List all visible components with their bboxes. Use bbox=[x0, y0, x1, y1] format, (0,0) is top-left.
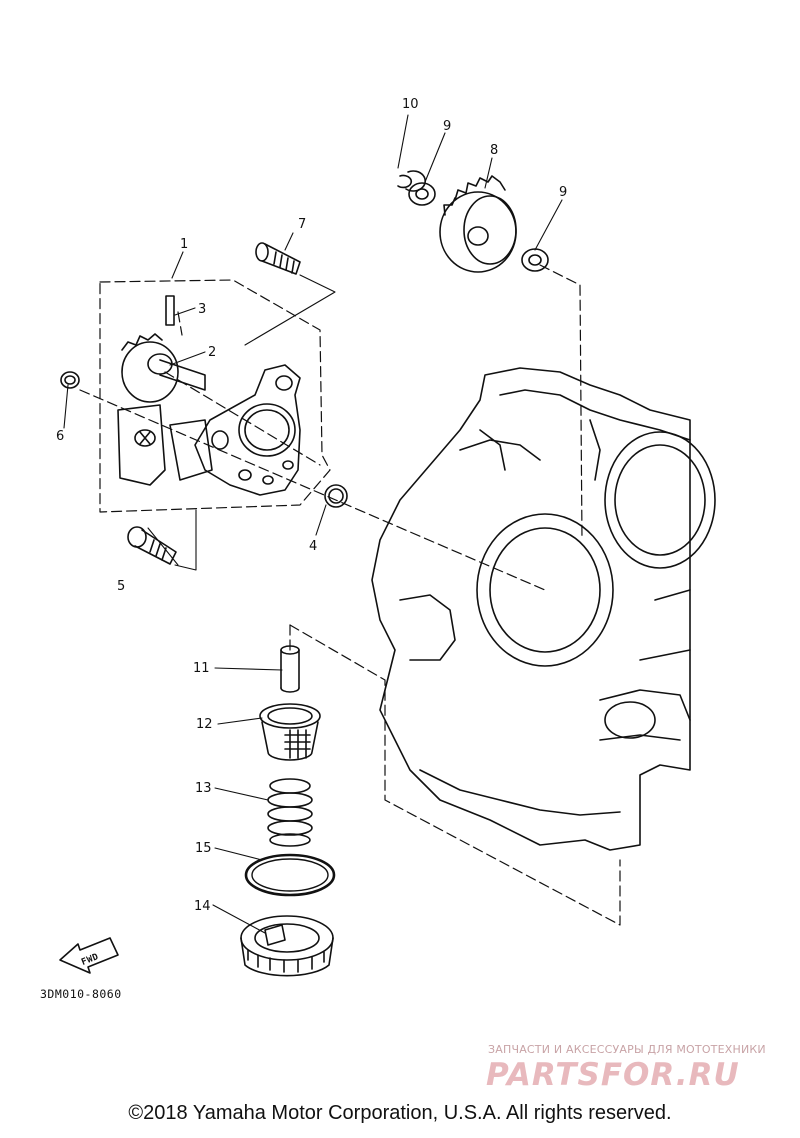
part-10-circlip bbox=[397, 170, 426, 192]
watermark-tagline: ЗАПЧАСТИ И АКСЕССУАРЫ ДЛЯ МОТОТЕХНИКИ bbox=[488, 1043, 766, 1056]
callouts: 1 2 3 4 5 6 7 8 9 9 10 11 12 13 14 15 bbox=[56, 97, 567, 914]
part-14-drain-plug bbox=[240, 915, 334, 977]
part-2-gear bbox=[121, 333, 206, 403]
part-9-washer-top bbox=[408, 182, 436, 206]
part-8-gear bbox=[439, 175, 517, 273]
leader-lines bbox=[63, 114, 563, 934]
callout-1: 1 bbox=[180, 237, 188, 252]
part-15-o-ring bbox=[244, 853, 336, 897]
part-1-oil-pump-assembly bbox=[117, 364, 301, 496]
part-9-washer-right bbox=[521, 248, 549, 272]
part-4-o-ring bbox=[324, 484, 348, 508]
callout-12: 12 bbox=[196, 717, 213, 732]
callout-6: 6 bbox=[56, 429, 64, 444]
callout-4: 4 bbox=[309, 539, 317, 554]
watermark-logo: PARTSFOR.RU bbox=[486, 1057, 740, 1093]
callout-7: 7 bbox=[298, 217, 306, 232]
callout-13: 13 bbox=[195, 781, 212, 796]
part-3-pin bbox=[165, 295, 175, 326]
callout-5: 5 bbox=[117, 579, 125, 594]
part-13-spring bbox=[267, 778, 313, 847]
crankcase bbox=[371, 367, 716, 851]
copyright-footer: ©2018 Yamaha Motor Corporation, U.S.A. A… bbox=[128, 1102, 672, 1124]
callout-10: 10 bbox=[402, 97, 419, 112]
callout-14: 14 bbox=[194, 899, 211, 914]
callout-9b: 9 bbox=[559, 185, 567, 200]
part-7-bolt bbox=[255, 242, 301, 275]
part-6-o-ring bbox=[60, 371, 80, 389]
part-5-bolt bbox=[127, 526, 177, 565]
callout-3: 3 bbox=[198, 302, 206, 317]
fwd-arrow-icon bbox=[59, 937, 119, 974]
assembly-lines bbox=[79, 264, 621, 926]
callout-9a: 9 bbox=[443, 119, 451, 134]
callout-2: 2 bbox=[208, 345, 216, 360]
callout-8: 8 bbox=[490, 143, 498, 158]
callout-11: 11 bbox=[193, 661, 210, 676]
part-12-strainer bbox=[259, 703, 321, 761]
callout-15: 15 bbox=[195, 841, 212, 856]
diagram-code: 3DM010-8060 bbox=[40, 987, 122, 1001]
part-11-collar bbox=[280, 645, 300, 693]
